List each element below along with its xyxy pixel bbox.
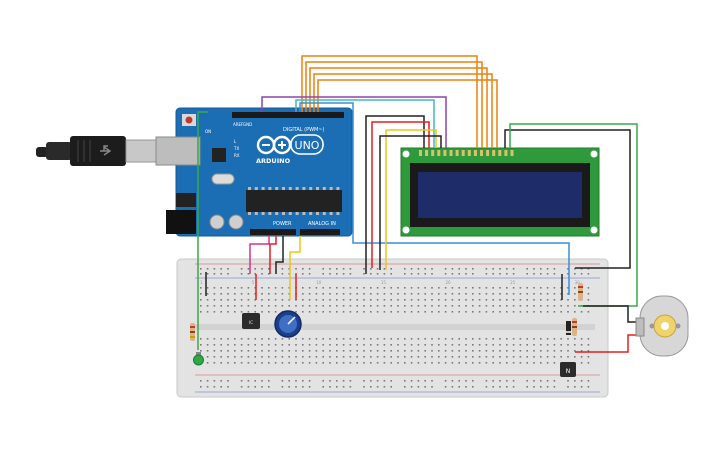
wire-black-lcd-gnd[interactable] [365,115,425,274]
breadboard-column-number: 30 [575,280,581,285]
wire-yellow-lcd-vo[interactable] [385,129,437,270]
usb-plug-metal [125,139,159,163]
wire-orange-2[interactable] [305,61,483,148]
dc-motor[interactable] [635,295,689,357]
wire-green-led[interactable] [197,111,208,350]
breadboard-center-channel [190,324,595,330]
wire-yellow-a0[interactable] [289,236,301,300]
breadboard-column-number: 25 [510,280,516,285]
usb-symbol-icon [100,145,112,156]
arduino-regulator [176,193,196,207]
arduino-model-label: UNO [295,139,320,152]
wire-black-backlight[interactable] [504,129,631,269]
transistor-label: N [566,368,571,375]
breadboard-column-number: 1 [200,280,203,285]
arduino-uno-board: UNO ARDUINO DIGITAL (PWM~) POWER ANALOG … [155,107,353,237]
components: IC N [190,283,689,377]
arduino-atmega-chip [246,190,342,212]
arduino-digital-label: DIGITAL (PWM~) [283,127,325,133]
wire-pink-power[interactable] [249,236,270,274]
wire-orange-1[interactable] [301,55,478,148]
arduino-power-header [250,229,296,235]
wire-orange-5[interactable] [317,79,498,148]
led-green[interactable] [193,352,204,366]
arduino-power-jack [166,210,196,234]
breadboard-column-number: 20 [445,280,451,285]
temperature-sensor[interactable]: IC [242,313,260,329]
potentiometer[interactable] [274,310,302,338]
arduino-analog-header [300,229,340,235]
wire-orange-4[interactable] [313,73,493,148]
wire-teal[interactable] [295,99,435,148]
arduino-analog-label: ANALOG IN [308,221,336,227]
arduino-infinity-logo-icon [256,135,292,155]
wire-black-motor[interactable] [583,305,642,323]
arduino-uno-badge [290,134,324,155]
resistor-right-top[interactable] [578,283,583,301]
breadboard-column-number: 10 [316,280,322,285]
wires [197,55,642,353]
arduino-rx-label: RX [234,153,240,158]
wire-red-lcd-vcc[interactable] [371,121,430,268]
wire-red-5v[interactable] [269,236,277,274]
wire-orange-3[interactable] [309,67,488,148]
arduino-gnd-label: GND [243,122,252,127]
sensor-label: IC [249,320,253,326]
diode[interactable] [566,321,571,335]
wire-blue[interactable] [299,102,570,295]
arduino-usb-jack [155,136,201,166]
arduino-power-label: POWER [273,221,292,227]
wire-purple[interactable] [261,96,447,148]
arduino-crystal [211,173,235,185]
usb-cable-end [36,147,48,157]
usb-strain-relief [46,142,72,160]
wire-black-lcd-rw[interactable] [379,135,442,270]
arduino-on-label: ON [205,129,211,134]
wire-red-motor[interactable] [575,334,642,353]
usb-cable [36,136,159,166]
lcd-screen [418,172,582,218]
breadboard-column-number: 15 [381,280,387,285]
transistor[interactable]: N [560,362,576,377]
arduino-digital-header [232,112,344,118]
arduino-pcb [175,107,353,237]
resistor-right-bottom[interactable] [572,318,577,336]
arduino-tx-label: TX [233,146,239,151]
breadboard-column-number: 5 [252,280,255,285]
arduino-brand-label: ARDUINO [256,157,291,165]
lcd-16x2-module [400,147,600,237]
resistor-led[interactable] [190,323,195,341]
arduino-l-label: L [234,139,237,144]
wire-black-gnd[interactable] [275,236,284,274]
arduino-aref-label: AREF [233,122,244,127]
